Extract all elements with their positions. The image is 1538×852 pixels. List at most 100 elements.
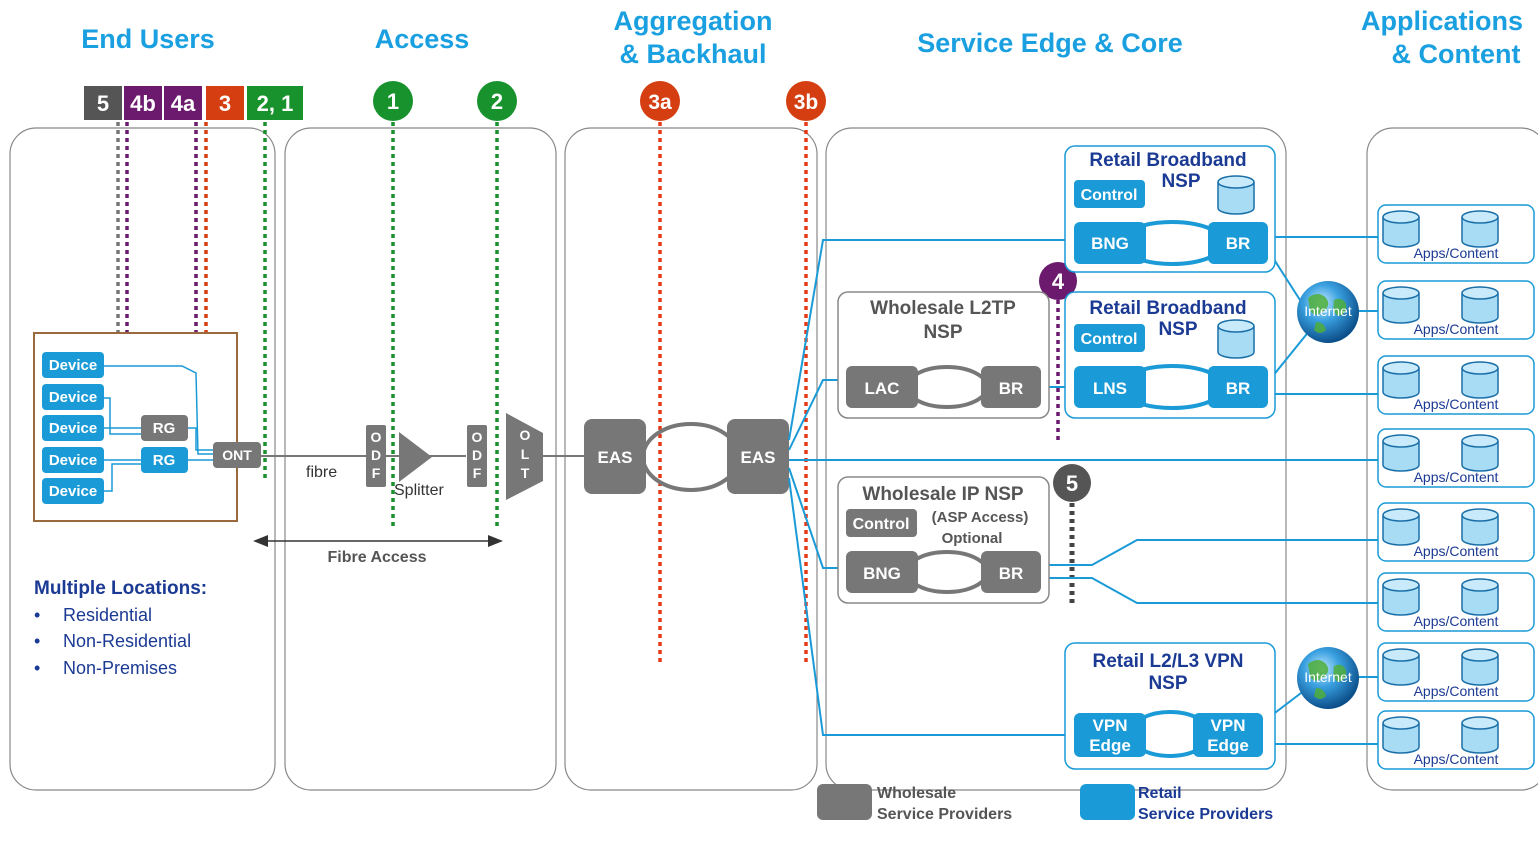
location-non-premises: Non-Premises [63, 658, 177, 678]
svg-text:BR: BR [999, 379, 1024, 398]
svg-text:Device: Device [49, 420, 97, 437]
header-access: Access [375, 24, 470, 54]
legend-wholesale-line1: Wholesale [877, 785, 956, 802]
svg-text:Device: Device [49, 483, 97, 500]
svg-text:•: • [34, 605, 40, 625]
database-icon [1217, 319, 1255, 359]
apps-content-box: Apps/Content [1377, 502, 1535, 562]
apps-content-box: Apps/Content [1377, 355, 1535, 415]
lac-box [846, 366, 918, 408]
svg-text:3: 3 [219, 91, 231, 116]
svg-text:•: • [34, 658, 40, 678]
database-icon [1382, 434, 1420, 472]
database-icon [1461, 210, 1499, 248]
vpn-edge-right [1193, 713, 1263, 757]
marker-3a: 3a [640, 81, 680, 121]
svg-text:D: D [472, 447, 482, 463]
legend-retail-swatch [1080, 784, 1135, 820]
svg-text:VPN: VPN [1211, 716, 1246, 735]
header-end-users: End Users [81, 24, 215, 54]
svg-text:5: 5 [97, 91, 109, 116]
svg-text:Edge: Edge [1089, 736, 1131, 755]
bng-wholesale [846, 551, 918, 593]
apps-content-box: Apps/Content [1377, 642, 1535, 702]
apps-content-list: Apps/ContentApps/ContentApps/ContentApps… [1377, 204, 1535, 770]
svg-text:Control: Control [1081, 331, 1138, 348]
tag-4a: 4a [164, 86, 202, 120]
device-4: Device [42, 447, 104, 473]
svg-text:Retail Broadband: Retail Broadband [1089, 150, 1246, 171]
svg-text:NSP: NSP [923, 322, 962, 343]
svg-text:Edge: Edge [1207, 736, 1249, 755]
apps-content-label: Apps/Content [1414, 469, 1499, 485]
svg-text:4b: 4b [130, 91, 156, 116]
svg-text:Internet: Internet [1304, 303, 1352, 319]
tag-2-1: 2, 1 [247, 86, 303, 120]
database-icon [1382, 210, 1420, 248]
svg-text:ONT: ONT [222, 447, 252, 463]
svg-text:T: T [521, 465, 530, 481]
ont: ONT [213, 442, 261, 468]
svg-text:Control: Control [1081, 187, 1138, 204]
database-icon [1461, 578, 1499, 616]
svg-text:EAS: EAS [598, 448, 633, 467]
svg-text:1: 1 [387, 89, 399, 114]
svg-text:L: L [521, 446, 530, 462]
svg-text:O: O [520, 427, 531, 443]
legend: Wholesale Service Providers Retail Servi… [817, 784, 1273, 823]
svg-text:Retail Broadband: Retail Broadband [1089, 298, 1246, 319]
svg-text:BNG: BNG [863, 564, 901, 583]
database-icon [1382, 508, 1420, 546]
svg-text:•: • [34, 631, 40, 651]
locations-title: Multiple Locations: [34, 578, 207, 599]
database-icon [1382, 578, 1420, 616]
svg-text:Device: Device [49, 389, 97, 406]
svg-text:RG: RG [153, 452, 176, 469]
apps-content-label: Apps/Content [1414, 396, 1499, 412]
apps-content-label: Apps/Content [1414, 245, 1499, 261]
svg-text:Wholesale IP NSP: Wholesale IP NSP [862, 484, 1024, 505]
legend-wholesale-line2: Service Providers [877, 806, 1012, 823]
lns-box [1074, 366, 1146, 408]
svg-text:O: O [371, 429, 382, 445]
svg-text:Retail L2/L3 VPN: Retail L2/L3 VPN [1093, 651, 1244, 672]
svg-text:NSP: NSP [1161, 171, 1200, 192]
device-5: Device [42, 478, 104, 504]
apps-content-label: Apps/Content [1414, 683, 1499, 699]
internet-globe-icon: Internet [1297, 281, 1359, 343]
svg-text:5: 5 [1066, 471, 1078, 496]
svg-text:F: F [473, 465, 482, 481]
database-icon [1461, 508, 1499, 546]
svg-text:BR: BR [999, 564, 1024, 583]
svg-text:2, 1: 2, 1 [257, 91, 294, 116]
br-wholesale-l2tp [981, 366, 1041, 408]
retail-broadband-nsp-middle: Retail Broadband NSP Control LNS BR [1064, 291, 1276, 419]
internet-globe-icon: Internet [1297, 647, 1359, 709]
svg-text:F: F [372, 465, 381, 481]
svg-text:LAC: LAC [865, 379, 900, 398]
br-retail-top [1208, 222, 1268, 264]
fibre-access-label: Fibre Access [327, 549, 426, 566]
database-icon [1461, 716, 1499, 754]
svg-text:3a: 3a [648, 91, 672, 114]
device-2: Device [42, 384, 104, 410]
database-icon [1382, 716, 1420, 754]
database-icon [1461, 648, 1499, 686]
database-icon [1217, 175, 1255, 215]
header-aggregation-line2: & Backhaul [619, 39, 766, 69]
database-icon [1382, 648, 1420, 686]
svg-text:2: 2 [491, 89, 503, 114]
database-icon [1461, 361, 1499, 399]
marker-4: 4 [1039, 262, 1077, 300]
legend-wholesale-swatch [817, 784, 872, 820]
apps-content-label: Apps/Content [1414, 613, 1499, 629]
control-box [1074, 180, 1145, 208]
marker-3b: 3b [786, 81, 826, 121]
svg-text:BR: BR [1226, 379, 1251, 398]
marker-1: 1 [373, 81, 413, 121]
apps-content-box: Apps/Content [1377, 572, 1535, 632]
eas-right: EAS [727, 419, 789, 494]
svg-text:EAS: EAS [741, 448, 776, 467]
legend-retail-line2: Service Providers [1138, 806, 1273, 823]
